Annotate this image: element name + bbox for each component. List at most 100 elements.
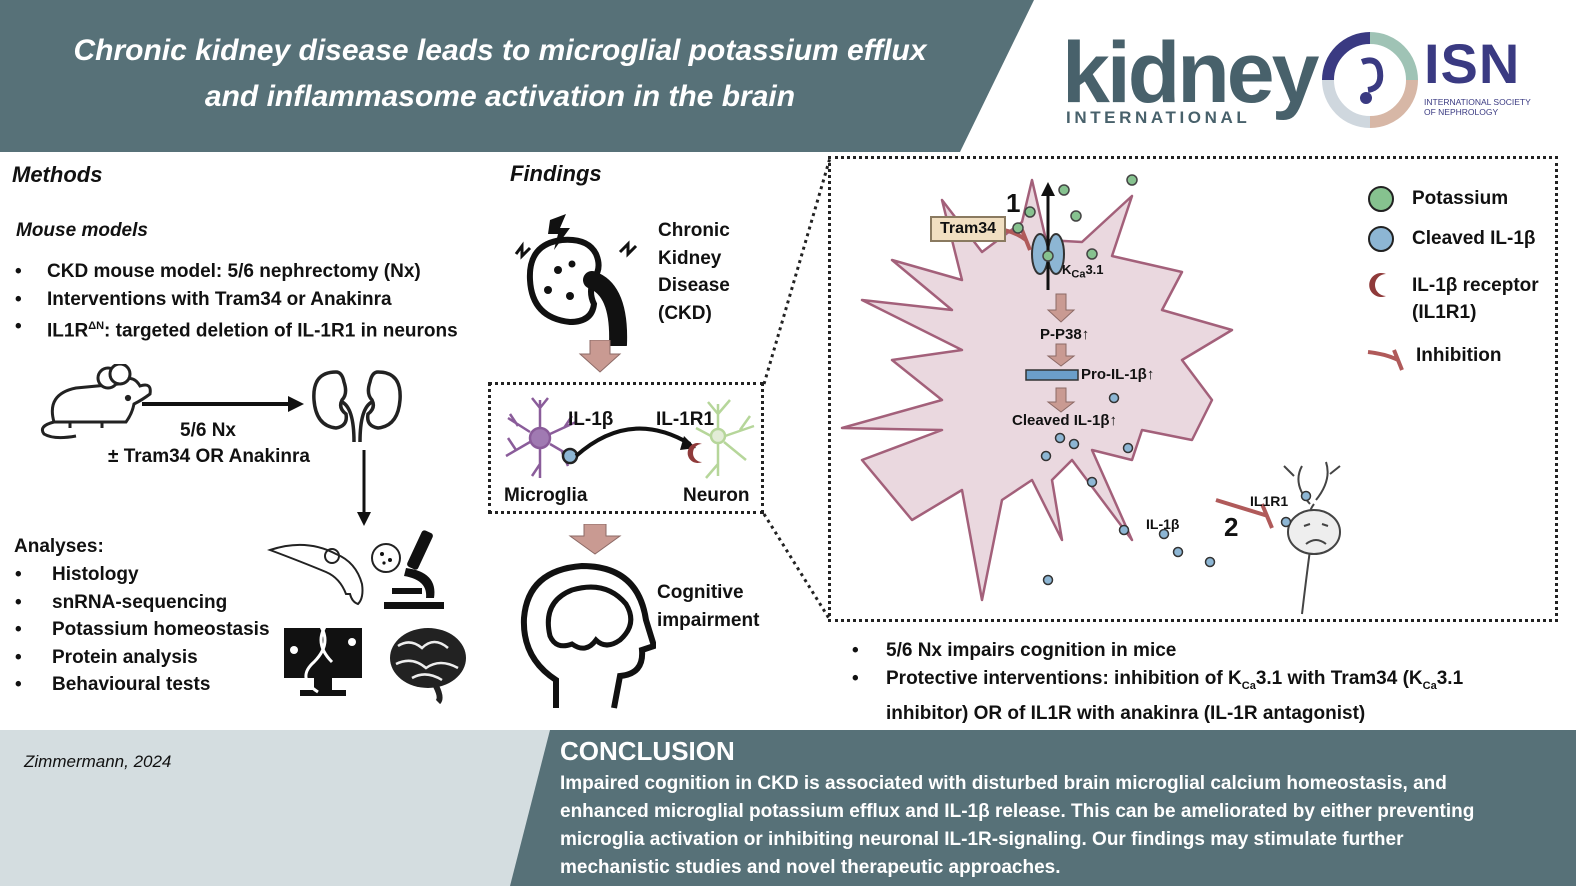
- cleaved-il1b-legend-swatch: [1368, 226, 1394, 252]
- il1r1-label: IL-1R1: [656, 409, 715, 430]
- potassium-ion: [1086, 248, 1098, 260]
- ckd-label: Chronic Kidney Disease (CKD): [658, 217, 730, 327]
- analyses-item: Behavioural tests: [15, 671, 270, 699]
- mouse-models-heading: Mouse models: [16, 220, 148, 241]
- zoom-connector-bottom: [762, 513, 832, 621]
- findings-heading: Findings: [510, 161, 602, 186]
- conclusion-title: CONCLUSION: [560, 736, 735, 766]
- conclusion-line: Impaired cognition in CKD is associated …: [560, 773, 1447, 794]
- procedure-intervention-label: ± Tram34 OR Anakinra: [108, 446, 310, 467]
- cognitive-label-line: impairment: [657, 609, 760, 631]
- kca31-suffix: 3.1: [1085, 262, 1104, 277]
- kidneys-icon: [312, 370, 402, 443]
- il1r1-neuron-label: IL1R1: [1250, 493, 1289, 509]
- il1b-molecule: [1108, 392, 1120, 404]
- il1b-molecule: [1054, 432, 1066, 444]
- results-list: 5/6 Nx impairs cognition in mice Protect…: [852, 637, 1463, 727]
- il1r1-receptor-icon: [687, 443, 702, 463]
- cleaved-il1b-label: Cleaved IL-1β↑: [1012, 412, 1118, 429]
- zoom-connector-lines: [762, 157, 832, 621]
- potassium-ion: [1042, 250, 1054, 262]
- analyses-item: snRNA-sequencing: [15, 589, 270, 617]
- results-subscript: Ca: [1422, 679, 1437, 692]
- il1b-molecule: [1204, 556, 1216, 568]
- pathway-arrow: [1046, 293, 1076, 323]
- pathway-arrow: [1046, 343, 1076, 367]
- head-brain-icon: [520, 562, 656, 709]
- analyses-item: Protein analysis: [15, 644, 270, 672]
- legend-inhibition: Inhibition: [1416, 345, 1502, 366]
- il1b-molecule: [1042, 574, 1054, 586]
- tram34-label: Tram34: [930, 216, 1007, 242]
- kca31-label: KCa3.1: [1062, 262, 1104, 281]
- kidney-international-logo-sub: INTERNATIONAL: [1066, 108, 1251, 127]
- microglia-icon: [505, 397, 577, 478]
- pro-il1b-bar: [1025, 369, 1079, 381]
- results-item-continuation: inhibitor) OR of IL1R with anakinra (IL-…: [886, 702, 1366, 724]
- il1b-molecule: [1280, 516, 1292, 528]
- ckd-kidney-icon: [514, 214, 638, 346]
- results-item: Protective interventions: inhibition of …: [852, 665, 1463, 700]
- mouse-models-item: IL1RΔN: targeted deletion of IL-1R1 in n…: [15, 313, 458, 345]
- isn-logo: ISN: [1424, 32, 1521, 95]
- page-title-line-1: Chronic kidney disease leads to microgli…: [73, 34, 927, 67]
- header-band: [0, 0, 1034, 152]
- il1b-molecule: [1118, 524, 1130, 536]
- ckd-label-line: (CKD): [658, 302, 712, 324]
- citation: Zimmermann, 2024: [24, 752, 172, 771]
- procedure-label: 5/6 Nx: [180, 420, 236, 441]
- neuron-label: Neuron: [683, 485, 750, 506]
- il1b-molecule: [1086, 476, 1098, 488]
- legend-receptor: IL-1β receptor: [1412, 275, 1539, 296]
- microglia-mechanism-diagram: [840, 174, 1341, 615]
- potassium-legend-swatch: [1368, 186, 1394, 212]
- conclusion-line: microglia activation or inhibiting neuro…: [560, 829, 1404, 850]
- receptor-legend-icon: [1369, 273, 1386, 297]
- results-text: 3.1 with Tram34 (K: [1255, 667, 1423, 689]
- potassium-ion: [1012, 222, 1024, 234]
- footer-left-band: [0, 730, 560, 886]
- methods-flow-diagram: [40, 364, 402, 526]
- analyses-heading: Analyses:: [14, 536, 104, 557]
- il1b-molecule: [1122, 442, 1134, 454]
- kidney-international-logo: kidney: [1062, 25, 1319, 121]
- inhibition-legend-icon: [1367, 349, 1404, 371]
- il1b-molecule: [1068, 438, 1080, 450]
- il1b-molecule: [1158, 528, 1170, 540]
- ckd-label-line: Disease: [658, 275, 730, 296]
- ckd-label-line: Kidney: [658, 247, 722, 269]
- il1b-molecule: [1172, 546, 1184, 558]
- conclusion-band: [510, 730, 1576, 886]
- microglia-neuron-diagram: [505, 397, 755, 479]
- kca31-main: K: [1062, 262, 1072, 277]
- isn-logo-sub: INTERNATIONAL SOCIETY OF NEPHROLOGY: [1424, 97, 1531, 117]
- cognitive-label: Cognitive impairment: [657, 579, 759, 634]
- legend-receptor-abbrev: (IL1R1): [1412, 302, 1477, 323]
- conclusion-line: enhanced microglial potassium efflux and…: [560, 801, 1475, 822]
- results-text: 3.1: [1436, 667, 1464, 689]
- il1b-molecule: [1040, 450, 1052, 462]
- mouse-models-item: Interventions with Tram34 or Anakinra: [15, 286, 458, 314]
- cognitive-label-line: Cognitive: [657, 582, 744, 603]
- pro-il1b-label: Pro-IL-1β↑: [1081, 366, 1155, 383]
- il1b-molecule: [1300, 490, 1312, 502]
- microglia-label: Microglia: [504, 485, 588, 506]
- analyses-item: Histology: [15, 561, 270, 589]
- microscope-icon: [371, 530, 444, 609]
- legend-cleaved-il1b: Cleaved IL-1β: [1412, 228, 1536, 249]
- step-2-label: 2: [1224, 512, 1239, 542]
- conclusion-line: mechanistic studies and novel therapeuti…: [560, 857, 1061, 878]
- down-arrow-1: [578, 340, 622, 373]
- mouse-outline-icon: [267, 543, 364, 606]
- results-item: 5/6 Nx impairs cognition in mice: [852, 637, 1463, 665]
- analyses-icons: [267, 530, 466, 704]
- sad-neuron-icon: [1283, 461, 1341, 615]
- il1b-label: IL-1β: [568, 409, 614, 430]
- mechanism-zoom-box: [828, 156, 1558, 622]
- neuron-icon: [695, 399, 755, 479]
- mouse-icon: [40, 364, 152, 440]
- results-text: Protective interventions: inhibition of …: [886, 667, 1242, 689]
- analyses-list: Histology snRNA-sequencing Potassium hom…: [15, 561, 270, 699]
- microglia-cell-body: [840, 178, 1234, 602]
- methods-heading: Methods: [12, 162, 103, 187]
